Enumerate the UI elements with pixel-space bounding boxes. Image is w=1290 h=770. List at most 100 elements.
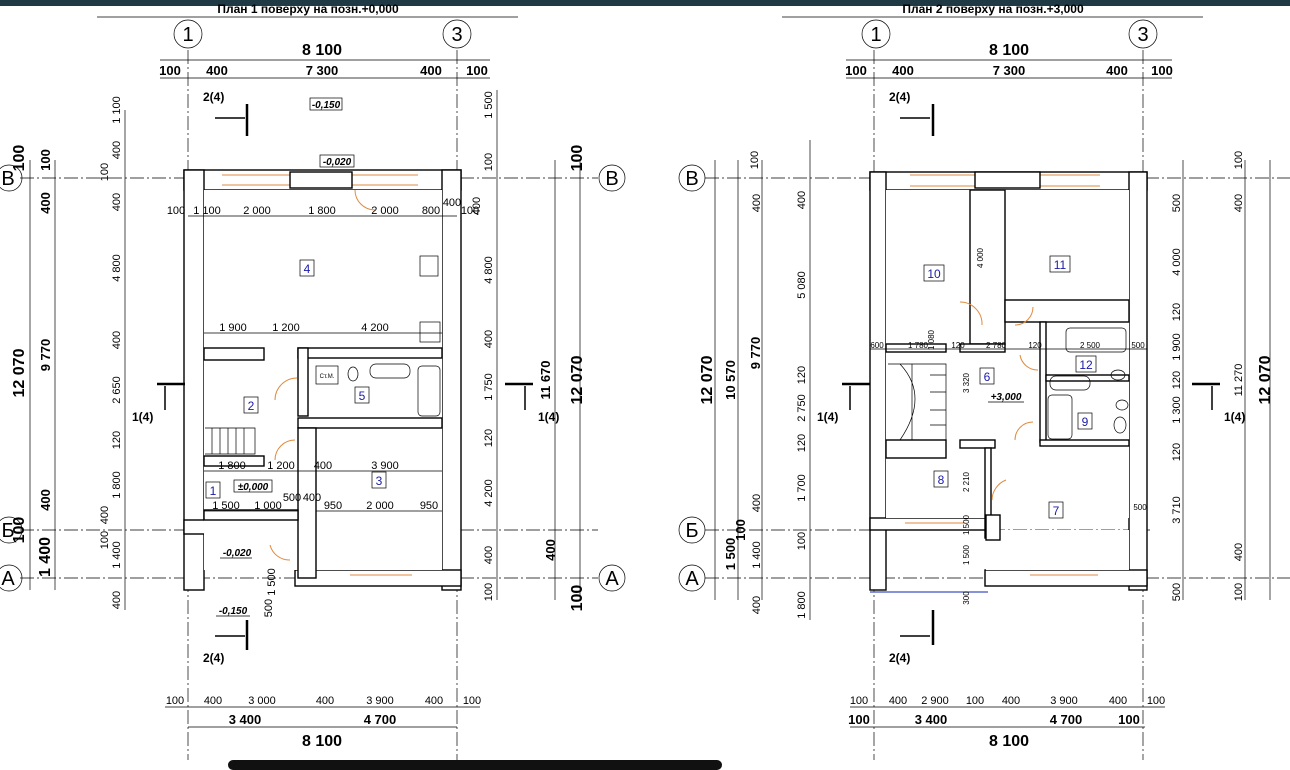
axis-bubble-a-right: А <box>598 564 626 592</box>
partition-2 <box>297 347 443 359</box>
p2-dim-li-3: 5 080 <box>796 271 808 299</box>
p2-axis-bubble-b: Б <box>678 516 706 544</box>
p2-dim-top-100a: 100 <box>845 63 867 78</box>
inner-dim-8: 100 <box>461 205 479 217</box>
p2-dim-left-total: 12 070 <box>699 355 716 404</box>
inner-dim-13: 1 200 <box>267 460 295 472</box>
p2-dim-b-100a: 100 <box>850 695 868 707</box>
inner-dim-7: 400 <box>443 197 461 209</box>
p2-inner-dim-15: 500 <box>1133 503 1147 512</box>
p2-dim-left-400: 400 <box>751 194 763 212</box>
axis-bubble-b-left: Б <box>0 516 23 544</box>
bathtub-1 <box>417 365 441 417</box>
p2-section-label-top: 2(4) <box>889 90 910 104</box>
p2-section-label-right: 1(4) <box>1224 410 1245 424</box>
dim-left-9770: 9 770 <box>38 339 53 372</box>
p2-section-label-left: 1(4) <box>817 410 838 424</box>
p2-room-number-7: 7 <box>1053 504 1060 518</box>
plan-2-title: План 2 поверху на позн.+3,000 <box>902 2 1084 16</box>
p2-inner-dim-13: 300 <box>962 591 971 605</box>
dim-left-100: 100 <box>11 145 28 172</box>
p2-dim-r-8: 3 710 <box>1171 496 1183 524</box>
dim-b-400a: 400 <box>204 695 222 707</box>
p2-dim-b-400c: 400 <box>1109 695 1127 707</box>
p2-inner-dim-9: 500 <box>1131 341 1145 350</box>
p2-dim-li-2: 400 <box>796 191 808 209</box>
inner-dim-15: 3 900 <box>371 460 399 472</box>
p2-dim-li-6: 120 <box>796 434 808 452</box>
p2-dim-r-5: 120 <box>1171 371 1183 389</box>
dim-left-400b: 400 <box>38 489 53 511</box>
p2-room-box-12 <box>1075 355 1097 373</box>
plan-2-building <box>869 171 1148 593</box>
p2-partition-6 <box>1045 374 1130 382</box>
p2-interior <box>886 190 1129 518</box>
dim-r-5: 400 <box>483 330 495 348</box>
p2-dim-li-9: 100 <box>796 532 808 550</box>
dim-b-4700: 4 700 <box>364 712 397 727</box>
p2-inner-dim-1: 4 000 <box>976 247 985 268</box>
p2-dim-li-8: 400 <box>751 494 763 512</box>
axis-label-v-right: В <box>605 168 618 190</box>
inner-dim-14: 400 <box>314 460 332 472</box>
p2-stair <box>888 363 947 441</box>
p2-axis-bubble-v: В <box>678 164 706 192</box>
door-arc-1 <box>274 377 298 401</box>
p2-dim-r-3: 120 <box>1171 303 1183 321</box>
level-mark-5: -0,150 <box>219 606 248 617</box>
room-number-5: 5 <box>359 389 366 403</box>
dim-r-1: 1 500 <box>483 91 495 119</box>
inner-dim-20: 950 <box>324 500 342 512</box>
axis-label-a-right: А <box>605 568 619 590</box>
wall-right <box>441 169 462 591</box>
p2-toilet-1 <box>1110 369 1126 381</box>
p2-axis-label-3: 3 <box>1137 24 1148 46</box>
axis-label-1: 1 <box>182 24 193 46</box>
room-number-2: 2 <box>248 399 255 413</box>
sink-1 <box>369 363 411 379</box>
dim-right-12070: 12 070 <box>569 355 586 404</box>
p2-pier-top <box>974 171 1041 189</box>
p2-axis-label-b: Б <box>685 520 698 542</box>
p2-partition-5 <box>1039 321 1047 443</box>
level-box-2 <box>319 154 355 168</box>
horizontal-scrollbar[interactable] <box>228 760 722 770</box>
p2-dim-r-1: 500 <box>1171 194 1183 212</box>
level-box-3 <box>233 479 273 493</box>
inner-dim-4: 1 800 <box>308 205 336 217</box>
p2-wall-bottom <box>984 569 1148 587</box>
p2-door-arc-3 <box>1019 354 1039 371</box>
p2-dim-right-400b: 400 <box>1233 543 1245 561</box>
dim-r-2: 100 <box>483 153 495 171</box>
dim-li-2: 400 <box>111 141 123 159</box>
p2-partition-8 <box>885 439 947 459</box>
dim-b-3400: 3 400 <box>229 712 262 727</box>
p2-axis-bubble-a: А <box>678 564 706 592</box>
dim-b-3900: 3 900 <box>366 695 394 707</box>
p2-dim-r-4: 1 900 <box>1171 333 1183 361</box>
partition-4 <box>297 417 443 429</box>
partition-7 <box>203 509 299 521</box>
dim-left-100-chain: 100 <box>38 149 53 171</box>
p2-inner-dim-7: 120 <box>1028 341 1042 350</box>
axis-label-a-left: А <box>1 568 15 590</box>
room-number-1: 1 <box>210 484 217 498</box>
p2-dim-li-5: 2 750 <box>796 394 808 422</box>
inner-dim-3: 2 000 <box>243 205 271 217</box>
kitchen-sink-1 <box>419 321 441 343</box>
p2-room-box-10 <box>923 264 945 282</box>
inner-dim-2: 1 100 <box>193 205 221 217</box>
p2-dim-r-7: 120 <box>1171 443 1183 461</box>
level-mark-1: -0,150 <box>312 100 341 111</box>
p2-dim-li-10: 1 400 <box>751 541 763 569</box>
partition-1 <box>203 347 265 361</box>
inner-dim-1: 100 <box>167 205 185 217</box>
dim-left-400: 400 <box>38 192 53 214</box>
room-box-5 <box>354 386 370 404</box>
inner-dim-5: 2 000 <box>371 205 399 217</box>
p2-dim-b-400a: 400 <box>889 695 907 707</box>
p2-dim-r-2: 4 000 <box>1171 248 1183 276</box>
dim-r-9: 400 <box>483 546 495 564</box>
axis-label-b-left: Б <box>1 520 14 542</box>
p2-dim-b-3400: 3 400 <box>915 712 948 727</box>
